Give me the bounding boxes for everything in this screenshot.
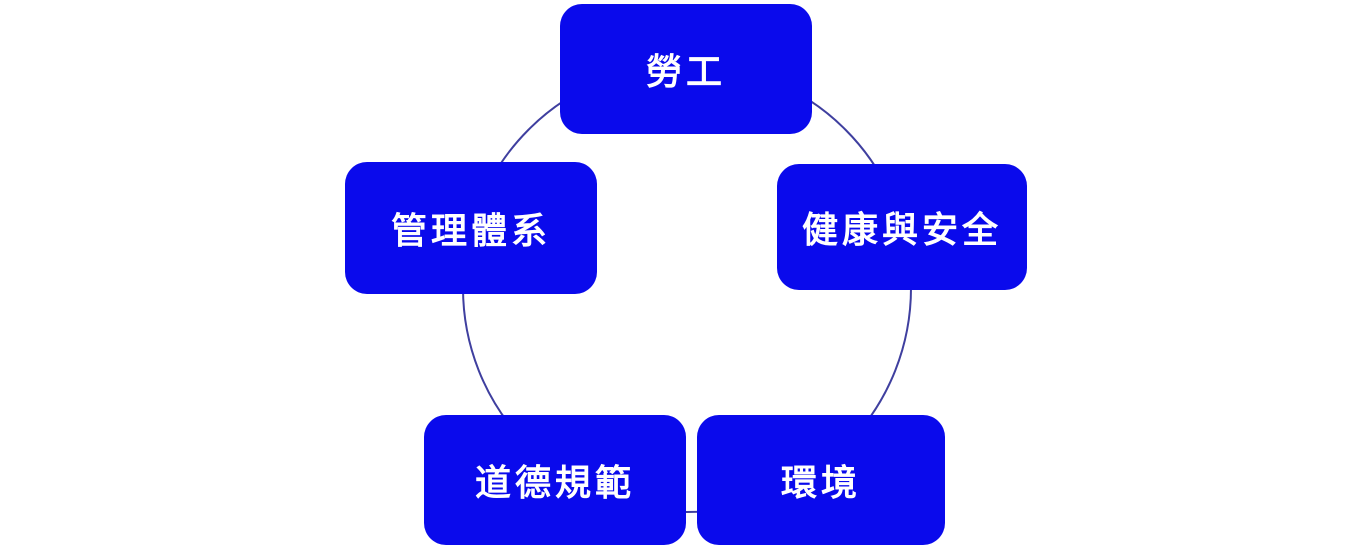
node-ethics: 道德規範 <box>424 415 686 545</box>
node-health-safety-label: 健康與安全 <box>801 210 1002 250</box>
node-management-system: 管理體系 <box>345 162 597 294</box>
node-environment: 環境 <box>697 415 945 545</box>
node-environment-label: 環境 <box>780 463 861 503</box>
node-labor-label: 勞工 <box>645 52 726 92</box>
node-ethics-label: 道德規範 <box>474 463 635 503</box>
node-management-system-label: 管理體系 <box>390 211 551 251</box>
node-labor: 勞工 <box>560 4 812 134</box>
node-health-safety: 健康與安全 <box>777 164 1027 290</box>
